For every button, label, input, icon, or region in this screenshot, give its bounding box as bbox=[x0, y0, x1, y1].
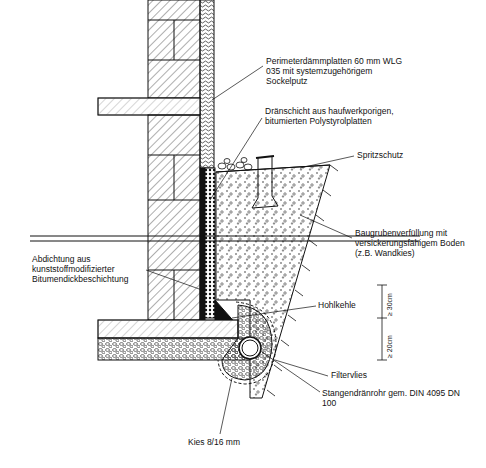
callout-label: Hohlkehle bbox=[318, 300, 378, 310]
callout-label: Spritzschutz bbox=[357, 150, 427, 160]
dimension-label: ≥ 20cm bbox=[386, 335, 394, 358]
callout-label: Stangendränrohr gem. DIN 4095 DN 100 bbox=[322, 388, 462, 408]
callout-label: Abdichtung aus kunststoffmodifizierter B… bbox=[32, 254, 144, 285]
callout-label: Filtervlies bbox=[331, 370, 391, 380]
callout-label: Perimeterdämmplatten 60 mm WLG 035 mit s… bbox=[266, 56, 416, 87]
dimension-label: ≥ 30cm bbox=[386, 293, 394, 316]
callout-label: Dränschicht aus haufwerkporigen, bitumie… bbox=[265, 106, 395, 126]
callout-label: Kies 8/16 mm bbox=[188, 437, 268, 447]
callout-label: Baugrubenverfüllung mit versickerungsfäh… bbox=[355, 228, 479, 259]
